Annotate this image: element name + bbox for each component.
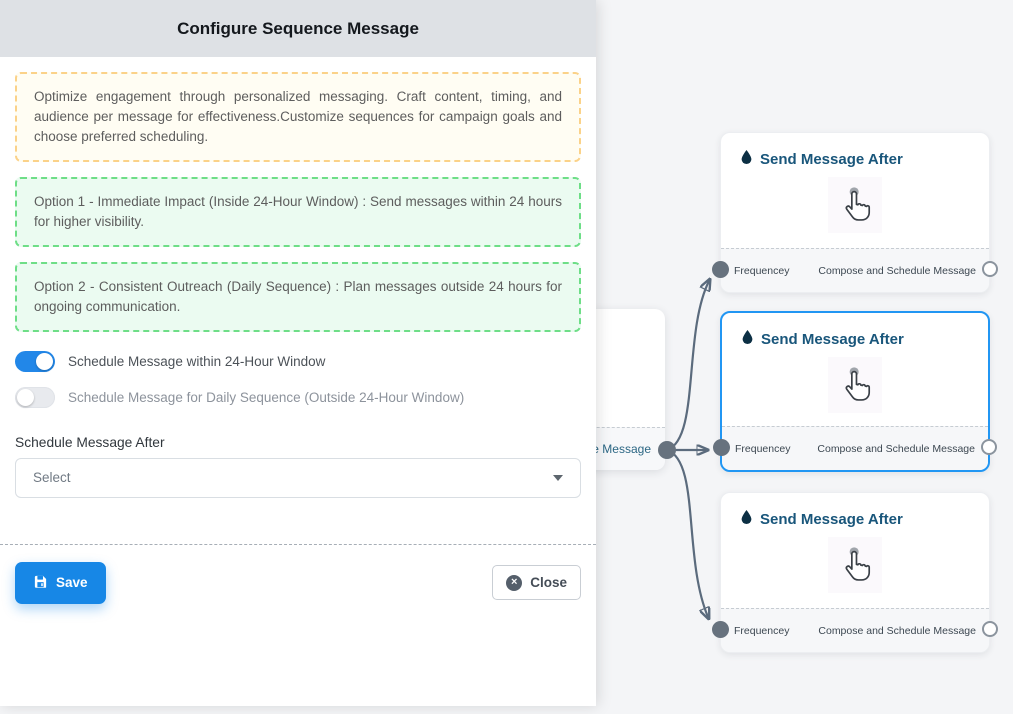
- close-icon: ×: [506, 574, 523, 591]
- modal-header: Configure Sequence Message: [0, 0, 596, 57]
- node-port-strip: Frequencey Compose and Schedule Message: [721, 608, 989, 652]
- flow-node-send-message-1[interactable]: Send Message After Frequencey Compose an…: [712, 132, 998, 293]
- partial-node-label: ce Message: [586, 442, 651, 456]
- input-handle[interactable]: [712, 621, 729, 638]
- toggle-within-24h-window[interactable]: [15, 350, 55, 372]
- toggle-within-24h-label: Schedule Message within 24-Hour Window: [68, 353, 326, 369]
- schedule-after-select[interactable]: Select: [15, 457, 581, 498]
- water-drop-icon: [741, 329, 754, 349]
- schedule-after-label: Schedule Message After: [15, 434, 165, 450]
- hand-cursor-icon: [828, 177, 882, 233]
- hand-cursor-icon: [828, 537, 882, 593]
- footer-divider: [0, 543, 596, 545]
- output-handle[interactable]: [981, 439, 997, 455]
- water-drop-icon: [740, 509, 753, 529]
- save-button-label: Save: [56, 575, 88, 591]
- output-handle[interactable]: [982, 621, 998, 637]
- toggle-daily-sequence[interactable]: [15, 386, 55, 408]
- edge-to-node-3: [666, 448, 708, 617]
- modal-title: Configure Sequence Message: [177, 18, 419, 38]
- sequence-flow-canvas[interactable]: ce Message Send Message After Frequencey…: [456, 0, 1013, 714]
- option1-box: Option 1 - Immediate Impact (Inside 24-H…: [15, 176, 581, 247]
- toggle-knob: [17, 388, 34, 406]
- port-label-compose: Compose and Schedule Message: [818, 624, 976, 637]
- node-title: Send Message After: [761, 330, 904, 348]
- output-handle[interactable]: [982, 261, 998, 277]
- port-label-compose: Compose and Schedule Message: [818, 264, 976, 277]
- node-title: Send Message After: [760, 150, 903, 168]
- port-label-compose: Compose and Schedule Message: [817, 442, 975, 455]
- water-drop-icon: [740, 149, 753, 169]
- toggle-daily-sequence-label: Schedule Message for Daily Sequence (Out…: [68, 389, 465, 405]
- configure-sequence-modal: Configure Sequence Message Optimize enga…: [0, 0, 596, 706]
- flow-node-send-message-3[interactable]: Send Message After Frequencey Compose an…: [712, 492, 998, 653]
- input-handle[interactable]: [712, 261, 729, 278]
- port-label-frequency: Frequencey: [734, 264, 790, 277]
- save-icon: [33, 574, 48, 592]
- edge-to-node-1: [666, 281, 709, 452]
- port-label-frequency: Frequencey: [734, 624, 790, 637]
- close-button[interactable]: × Close: [492, 565, 581, 601]
- hand-cursor-icon: [828, 357, 882, 413]
- port-label-frequency: Frequencey: [735, 442, 791, 455]
- input-handle[interactable]: [713, 439, 730, 456]
- node-port-strip: Frequencey Compose and Schedule Message: [721, 248, 989, 292]
- close-button-label: Close: [530, 575, 567, 591]
- select-value: Select: [33, 470, 71, 486]
- flow-node-send-message-2[interactable]: Send Message After Frequencey Compose an…: [713, 311, 997, 472]
- toggle-knob: [36, 352, 53, 370]
- node-port-strip: Frequencey Compose and Schedule Message: [722, 426, 988, 470]
- chevron-down-icon: [553, 474, 563, 481]
- description-box: Optimize engagement through personalized…: [15, 72, 581, 162]
- option2-box: Option 2 - Consistent Outreach (Daily Se…: [15, 261, 581, 332]
- node-title: Send Message After: [760, 510, 903, 528]
- save-button[interactable]: Save: [15, 561, 106, 604]
